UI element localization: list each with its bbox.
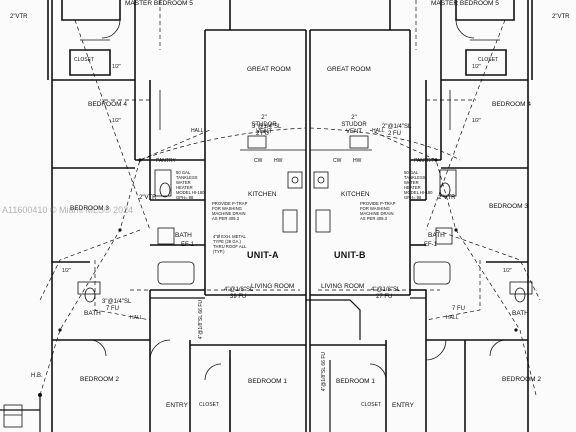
room-label-closet-right: CLOSET (478, 57, 499, 63)
room-label-bath-right: BATH (428, 232, 445, 239)
vent-size-5: 1/2" (472, 64, 481, 70)
washer-note-left: PROVIDE P-TRAP FOR WASHING MACHINE DRAIN… (212, 201, 248, 221)
room-label-closet-left: CLOSET (74, 57, 95, 63)
room-label-bedroom1-right: BEDROOM 1 (336, 378, 376, 385)
fu-label-e: 7 FU (106, 306, 120, 312)
room-label-hall-left: HALL (191, 128, 204, 134)
vent-size-4: 1/2" (472, 118, 481, 124)
washer-note-right: PROVIDE P-TRAP FOR WASHING MACHINE DRAIN… (360, 201, 396, 221)
room-label-bedroom3-right: BEDROOM 3 (489, 203, 529, 210)
vtr-label-right: 2"VTR (438, 195, 456, 201)
fu-label-vertical-left: 4"@1/8"SL 66 FU (321, 352, 327, 392)
room-label-living-right: LIVING ROOM (321, 283, 365, 290)
fu-label-b: 2 FU (388, 131, 402, 137)
vent-size-2: 1/2" (112, 64, 121, 70)
unit-label-b: UNIT-B (334, 250, 366, 260)
fu-label-d: 27 FU (376, 294, 393, 300)
room-label-master-bedroom-right: MASTER BEDROOM 5 (431, 0, 499, 7)
room-label-entry-right: ENTRY (392, 402, 414, 409)
pipe-label-e: 3"@1/4"SL (102, 299, 132, 305)
room-label-great-room-right: GREAT ROOM (327, 66, 371, 73)
room-label-hall-lower-right: HALL (446, 315, 459, 321)
vtr-label-top-left: 2"VTR (10, 14, 28, 20)
heater-note-right: 50 GAL TANKLESS WATER HEATER MODEL HI-18… (404, 170, 433, 200)
fu-label-vertical-right: 4"@1/8"SL 66 FU (198, 300, 204, 340)
fu-label-f: 7 FU (452, 306, 466, 312)
room-label-pantry-right: PANTRY (414, 158, 434, 164)
vent-size-6: 1/2" (503, 268, 512, 274)
room-label-bedroom2-left: BEDROOM 2 (80, 376, 120, 383)
vent-size-3: 1/2" (62, 268, 71, 274)
heater-note-left: 50 GAL TANKLESS WATER HEATER MODEL HI-18… (176, 170, 205, 200)
room-label-pantry-left: PANTRY (156, 158, 176, 164)
ef-label-right: EF-1 (424, 242, 438, 248)
fu-label-a: 2 FU (256, 131, 270, 137)
studor-vent-left: 2" STUDOR VENT (251, 115, 277, 135)
walls (47, 0, 533, 432)
watermark: A11600410 © Miami MLS® 2024 (2, 205, 134, 215)
vtr-label-top-right: 2"VTR (552, 14, 570, 20)
hw-label-right: HW (353, 158, 362, 164)
room-label-great-room-left: GREAT ROOM (247, 66, 291, 73)
room-label-living-left: LIVING ROOM (251, 283, 295, 290)
pipe-label-d: 4"@1/8"SL (371, 287, 401, 293)
studor-vent-right: 2" STUDOR VENT (341, 115, 367, 135)
room-label-bath-left: BATH (175, 232, 192, 239)
room-label-kitchen-right: KITCHEN (341, 191, 370, 198)
pipe-nodes (38, 158, 518, 397)
room-label-kitchen-left: KITCHEN (248, 191, 277, 198)
cw-label-left: CW (254, 158, 263, 164)
ef-label-left: EF-1 (181, 242, 195, 248)
room-label-closet-lower-left: CLOSET (199, 402, 220, 408)
room-label-bedroom1-left: BEDROOM 1 (248, 378, 288, 385)
sanitary-lines (0, 297, 426, 432)
room-label-bedroom4-left: BEDROOM 4 (88, 101, 128, 108)
water-service (3, 404, 23, 428)
room-label-entry-left: ENTRY (166, 402, 188, 409)
room-label-master-bedroom-left: MASTER BEDROOM 5 (125, 0, 193, 7)
kitchen-fixtures (77, 19, 533, 381)
unit-label-a: UNIT-A (247, 250, 279, 260)
pipe-label-a: 3"@1/4"SL (252, 124, 282, 130)
vtr-label-left: 2"VTR (139, 195, 157, 201)
room-label-bath-lower-left: BATH (84, 310, 101, 317)
hose-bib-label: H.B. (31, 373, 43, 379)
room-label-hall-lower-left: HALL (130, 315, 143, 321)
room-label-bedroom2-right: BEDROOM 2 (502, 376, 542, 383)
room-label-hall-right: HALL (372, 128, 385, 134)
room-label-bedroom4-right: BEDROOM 4 (492, 101, 532, 108)
room-label-bedroom3-left: BEDROOM 3 (70, 205, 110, 212)
pipe-label-c: 4"@1/8"SL (224, 287, 254, 293)
dryer-note: 4"Ø EXH. METAL TYPE (28 GA.) THRU ROOF A… (213, 234, 247, 254)
pipe-label-b: 2"@1/4"SL (382, 124, 412, 130)
fu-label-c: 39 FU (230, 294, 247, 300)
plumbing-lines (39, 0, 541, 396)
room-label-closet-lower-right: CLOSET (361, 402, 382, 408)
room-label-bath-lower-right: BATH (512, 310, 529, 317)
cw-label-right: CW (333, 158, 342, 164)
vent-size-1: 1/2" (112, 118, 121, 124)
hw-label-left: HW (274, 158, 283, 164)
